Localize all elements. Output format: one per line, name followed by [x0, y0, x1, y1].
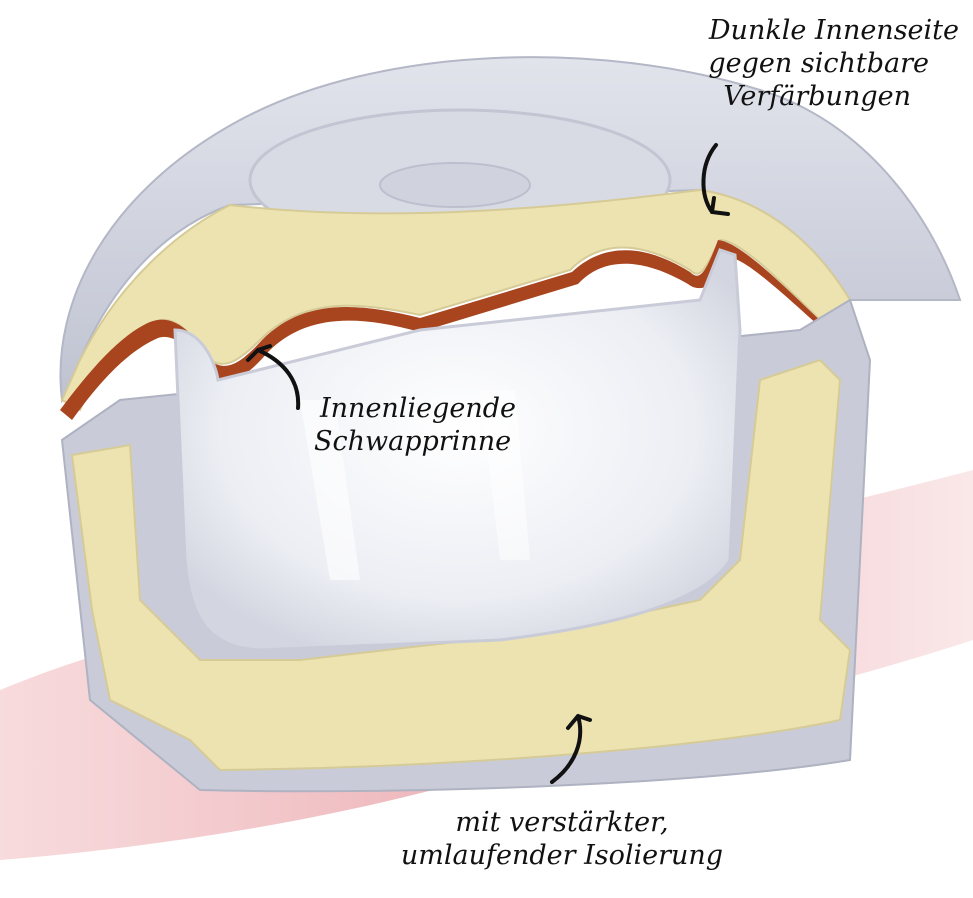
callout-spill-channel: Innenliegende Schwapprinne — [320, 392, 516, 458]
callout-line: Verfärbungen — [708, 80, 911, 113]
callout-line: umlaufender Isolierung — [352, 839, 772, 872]
callout-line: Dunkle Innenseite — [708, 14, 959, 47]
lid-logo-plate — [380, 163, 530, 207]
callout-insulation: mit verstärkter, umlaufender Isolierung — [352, 806, 772, 872]
callout-dark-liner: Dunkle Innenseite gegen sichtbare Verfär… — [708, 14, 959, 113]
callout-line: gegen sichtbare — [708, 47, 929, 80]
callout-line: Schwapprinne — [314, 425, 516, 458]
callout-line: Innenliegende — [320, 392, 516, 425]
callout-line: mit verstärkter, — [352, 806, 772, 839]
